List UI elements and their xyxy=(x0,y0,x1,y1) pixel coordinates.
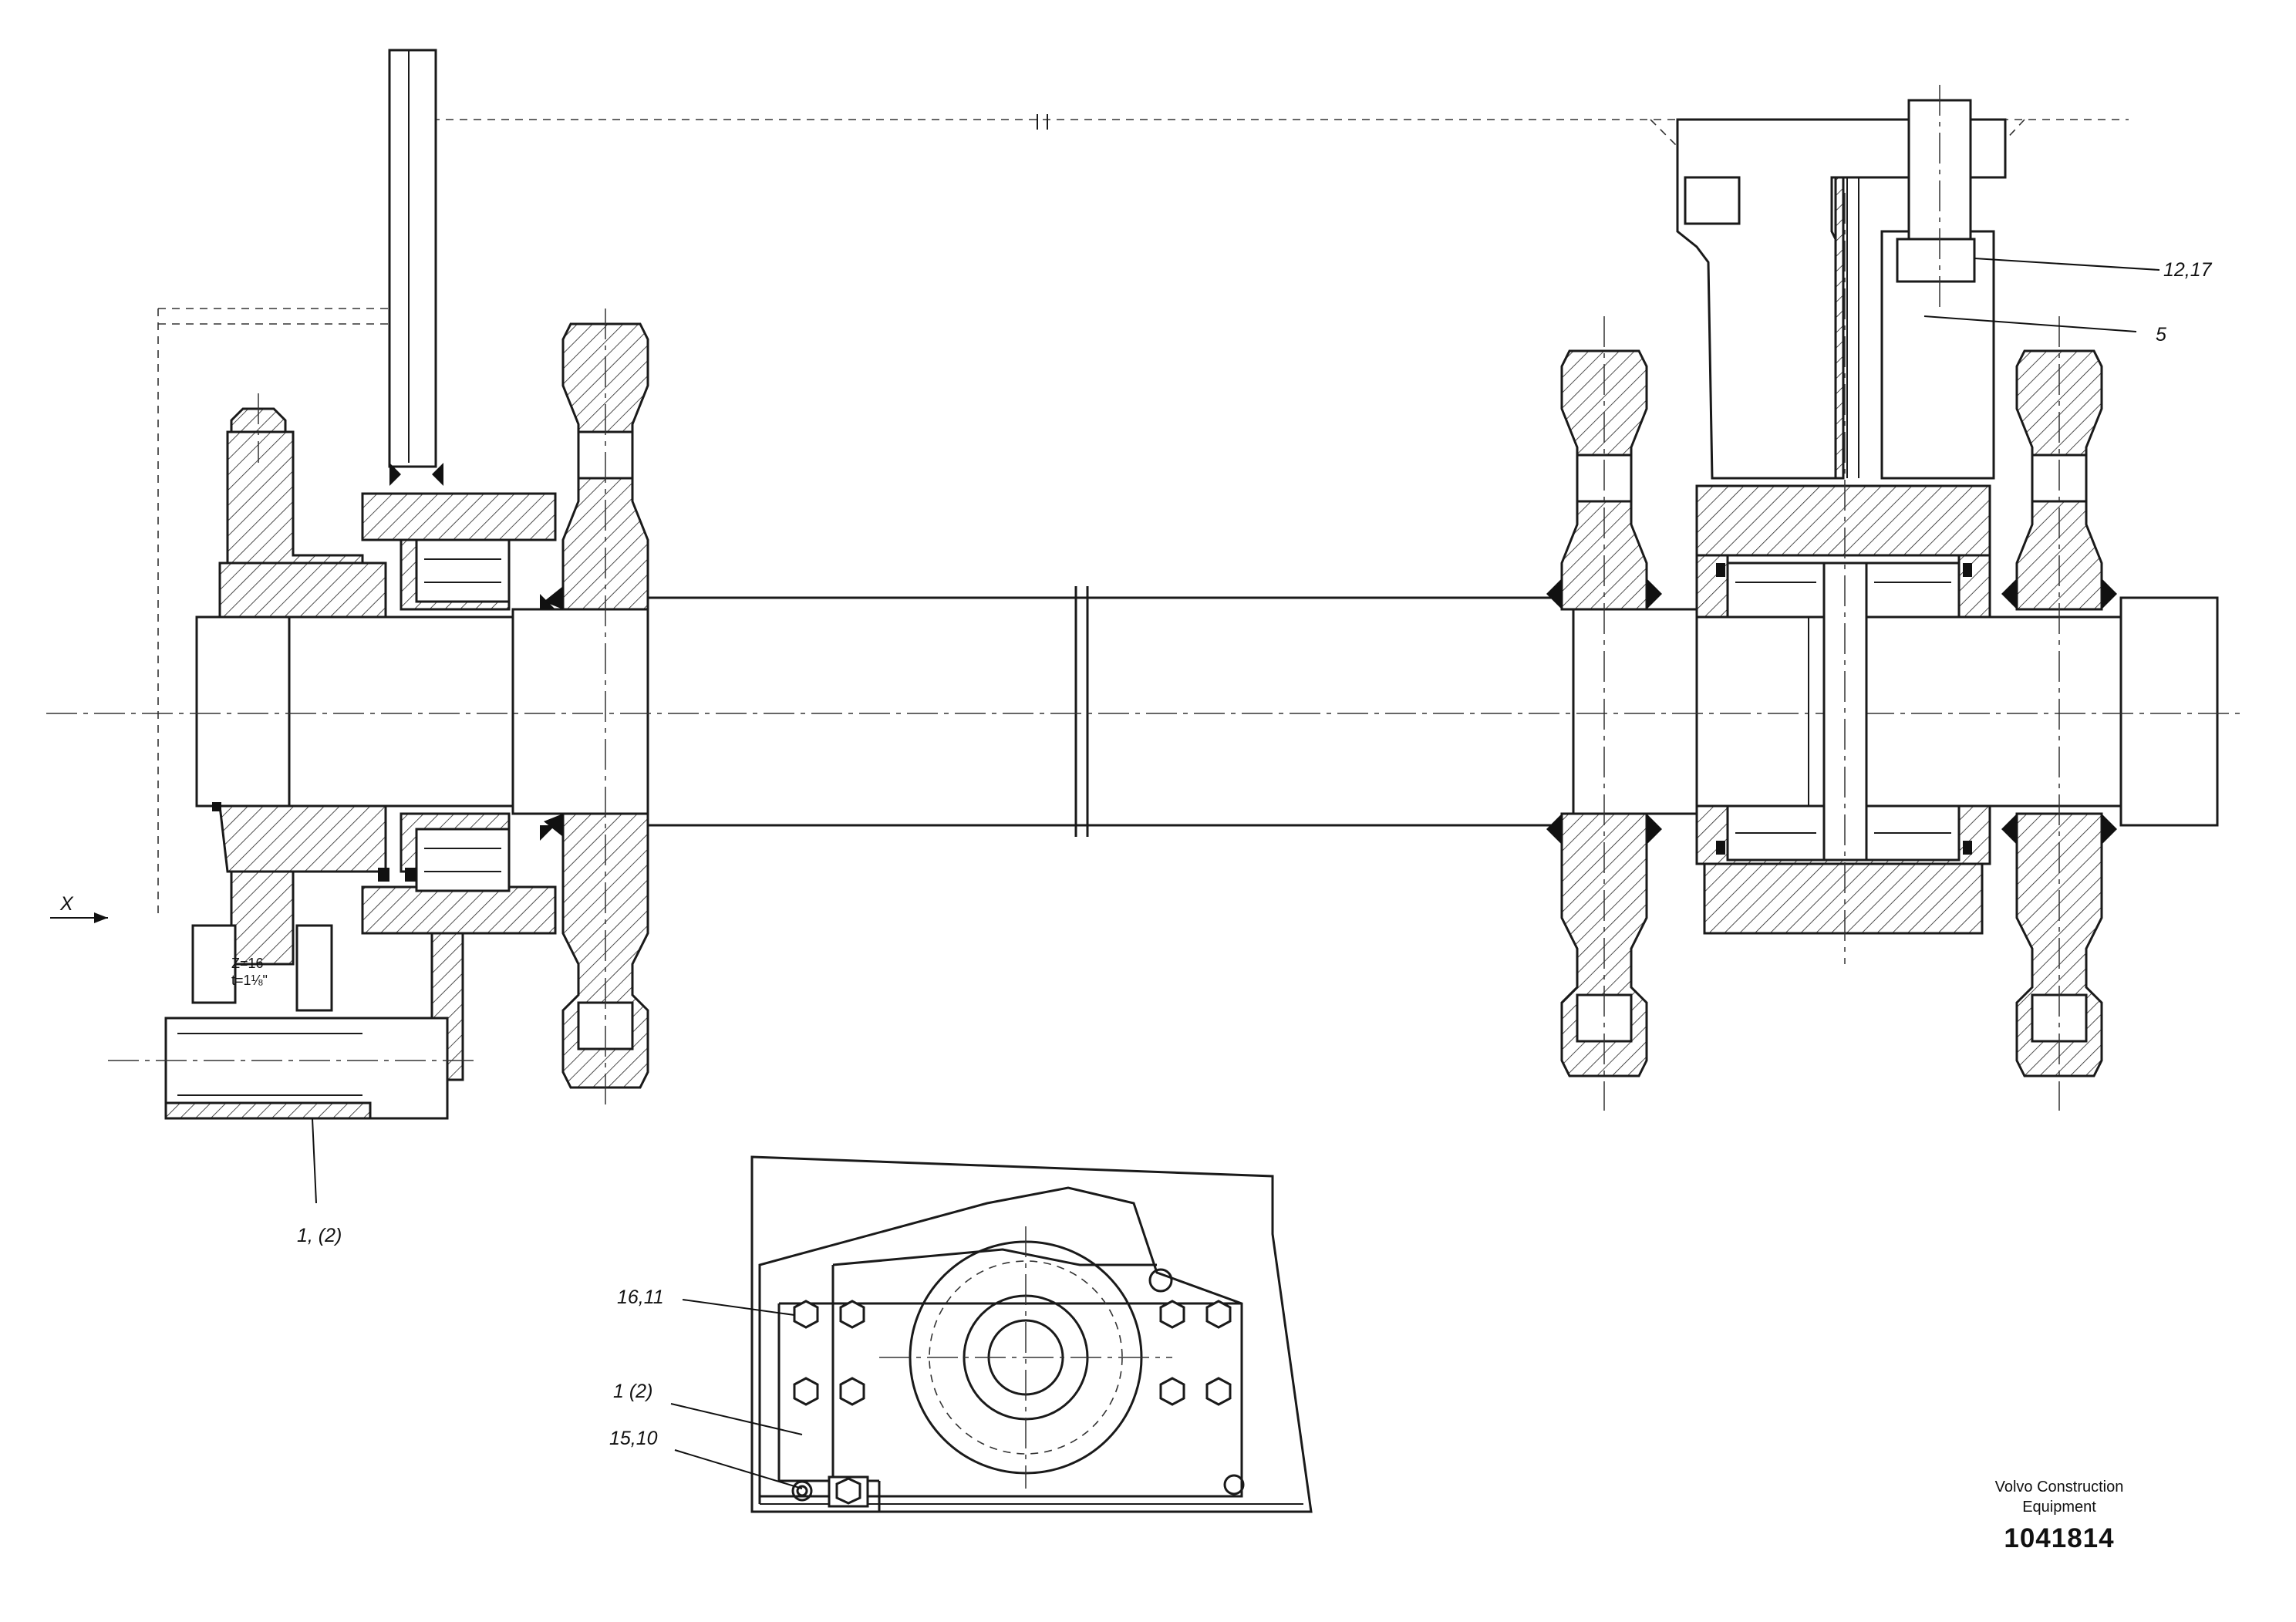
callout-1-2-detail-text: 1 (2) xyxy=(613,1381,652,1402)
callout-16-11-text: 16,11 xyxy=(617,1286,664,1308)
frame-lines xyxy=(157,114,2129,918)
gear-t-label: t=1⅛" xyxy=(231,973,268,988)
callout-15-10 xyxy=(674,1449,803,1489)
callout-15-10-text: 15,10 xyxy=(609,1428,658,1449)
drawing-number: 1041814 xyxy=(2004,1523,2115,1553)
main-shaft xyxy=(46,586,2244,837)
callout-16-11 xyxy=(682,1299,795,1316)
callout-1-2-detail xyxy=(670,1403,803,1435)
sprocket-right xyxy=(2001,316,2117,1111)
detail-bolts xyxy=(791,1300,1232,1508)
company-name-line2: Equipment xyxy=(2022,1499,2096,1516)
right-bearing-housing xyxy=(1676,85,2007,964)
title-block: Volvo Construction Equipment 1041814 xyxy=(1944,1477,2175,1554)
callout-5-text: 5 xyxy=(2156,324,2166,346)
callout-12-17 xyxy=(1974,258,2160,271)
callout-1-2-text: 1, (2) xyxy=(297,1225,342,1246)
callout-12-17-text: 12,17 xyxy=(2163,259,2213,281)
gear-z-label: Z=16 xyxy=(231,956,264,971)
callout-5 xyxy=(1923,315,2137,332)
company-name-line1: Volvo Construction xyxy=(1994,1479,2124,1496)
sprocket-left xyxy=(544,309,649,1111)
sprocket-middle xyxy=(1546,316,1662,1111)
callout-1-2 xyxy=(312,1118,317,1204)
view-x-label: X xyxy=(59,893,74,915)
view-x-arrow xyxy=(50,912,108,923)
detail-view xyxy=(750,1155,1313,1513)
vertical-plate xyxy=(388,49,437,468)
left-hub xyxy=(108,393,557,1120)
